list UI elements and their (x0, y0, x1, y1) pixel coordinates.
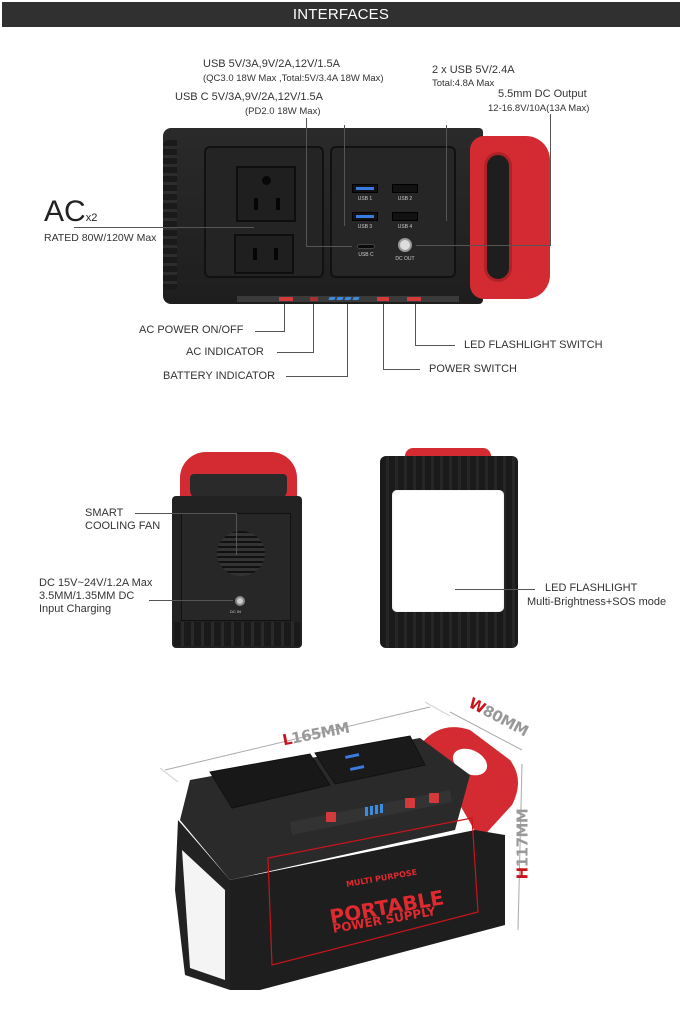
usb-port-panel: USB 1 USB 2 USB 3 USB 4 USB C DC OUT (330, 146, 456, 278)
leader-line (135, 513, 236, 514)
isometric-device-illustration (159, 701, 523, 990)
section-header: INTERFACES (2, 2, 680, 27)
leader-line (344, 125, 345, 226)
led-flashlight-panel (392, 490, 504, 612)
power-switch-button[interactable] (377, 297, 389, 301)
battery-segment-icon (328, 297, 336, 300)
leader-line (550, 114, 551, 245)
leader-line (416, 245, 551, 246)
dc-in-port-label: DC IN (230, 609, 241, 614)
dc-in-callout-line2: 3.5MM/1.35MM DC (39, 590, 135, 602)
back-handle-opening (190, 474, 287, 500)
power-switch-callout: POWER SWITCH (429, 363, 517, 375)
led-callout-line2: Multi-Brightness+SOS mode (527, 596, 667, 608)
dc-out-label: DC OUT (395, 256, 415, 262)
usb-2-label: USB 2 (397, 196, 413, 202)
device-side-ribs (163, 140, 177, 290)
usb-c-spec-detail: (PD2.0 18W Max) (245, 106, 321, 117)
usb-4-label: USB 4 (397, 224, 413, 230)
leader-line (313, 304, 314, 353)
leader-line (383, 304, 384, 370)
fan-grille-icon (217, 531, 265, 576)
battery-indicator-callout: BATTERY INDICATOR (163, 370, 276, 382)
ac-power-button[interactable] (279, 297, 293, 301)
fan-callout-line1: SMART (85, 507, 124, 519)
height-value: 117MM (513, 808, 532, 868)
leader-line (149, 600, 233, 601)
height-dimension: H117MM (513, 809, 531, 880)
dc-output-spec: 5.5mm DC Output (498, 88, 587, 100)
battery-segment-icon (344, 297, 352, 300)
ground-pin-icon (262, 176, 271, 185)
outlet-slot-icon (253, 248, 257, 260)
usb-c-spec: USB C 5V/3A,9V/2A,12V/1.5A (175, 91, 323, 103)
leader-line (286, 376, 348, 377)
leader-line (383, 369, 420, 370)
usb-port-3[interactable] (352, 212, 378, 221)
ac-power-callout: AC POWER ON/OFF (139, 324, 244, 336)
leader-line (306, 118, 307, 246)
fan-callout-line2: COOLING FAN (85, 520, 161, 532)
leader-line (455, 589, 535, 590)
leader-line (236, 513, 237, 555)
usb-1-label: USB 1 (357, 196, 373, 202)
ac-outlet-1[interactable] (236, 166, 296, 222)
dc-output-spec-detail: 12-16.8V/10A(13A Max) (488, 103, 590, 114)
side-handle-top (405, 448, 491, 458)
ac-indicator-light (310, 297, 318, 301)
ac-count: x2 (85, 212, 98, 224)
led-callout-line1: LED FLASHLIGHT (545, 582, 638, 594)
usb-qc-spec-detail: (QC3.0 18W Max ,Total:5V/3.4A 18W Max) (203, 73, 384, 84)
ac-title: ACx2 (44, 196, 97, 234)
ac-outlet-2[interactable] (234, 234, 294, 274)
battery-segment-icon (352, 297, 360, 300)
leader-line (446, 125, 447, 221)
leader-line (306, 246, 352, 247)
led-switch-button[interactable] (407, 297, 421, 301)
dc-in-callout-line3: Input Charging (39, 603, 112, 615)
leader-line (284, 304, 285, 332)
usb-qc-spec: USB 5V/3A,9V/2A,12V/1.5A (203, 58, 340, 70)
usb-dual-spec-detail: Total:4.8A Max (432, 78, 495, 89)
usb-c-port[interactable] (357, 244, 375, 249)
led-switch-callout: LED FLASHLIGHT SWITCH (464, 339, 603, 351)
battery-segment-icon (336, 297, 344, 300)
usb-dual-spec: 2 x USB 5V/2.4A (432, 64, 515, 76)
ac-indicator-callout: AC INDICATOR (186, 346, 264, 358)
usb-port-1[interactable] (352, 184, 378, 193)
usb-3-label: USB 3 (357, 224, 373, 230)
back-bottom-ribs (174, 622, 300, 646)
outlet-slot-icon (274, 248, 278, 260)
dc-in-port[interactable] (235, 596, 245, 606)
ac-title-text: AC (44, 195, 86, 228)
handle-opening (484, 152, 512, 282)
ac-rating: RATED 80W/120W Max (44, 232, 157, 244)
leader-line (415, 304, 416, 346)
leader-line (277, 352, 314, 353)
leader-line (255, 331, 285, 332)
leader-line (347, 304, 348, 377)
usb-c-label: USB C (358, 252, 374, 258)
leader-line (415, 345, 455, 346)
leader-line (74, 227, 254, 228)
usb-port-4[interactable] (392, 212, 418, 221)
ac-outlet-panel (204, 146, 324, 278)
outlet-slot-icon (254, 198, 258, 210)
dc-out-port[interactable] (398, 238, 412, 252)
usb-port-2[interactable] (392, 184, 418, 193)
dc-in-callout-line1: DC 15V~24V/1.2A Max (39, 577, 153, 589)
outlet-slot-icon (276, 198, 280, 210)
control-strip (237, 296, 459, 302)
height-letter: H (513, 867, 532, 880)
